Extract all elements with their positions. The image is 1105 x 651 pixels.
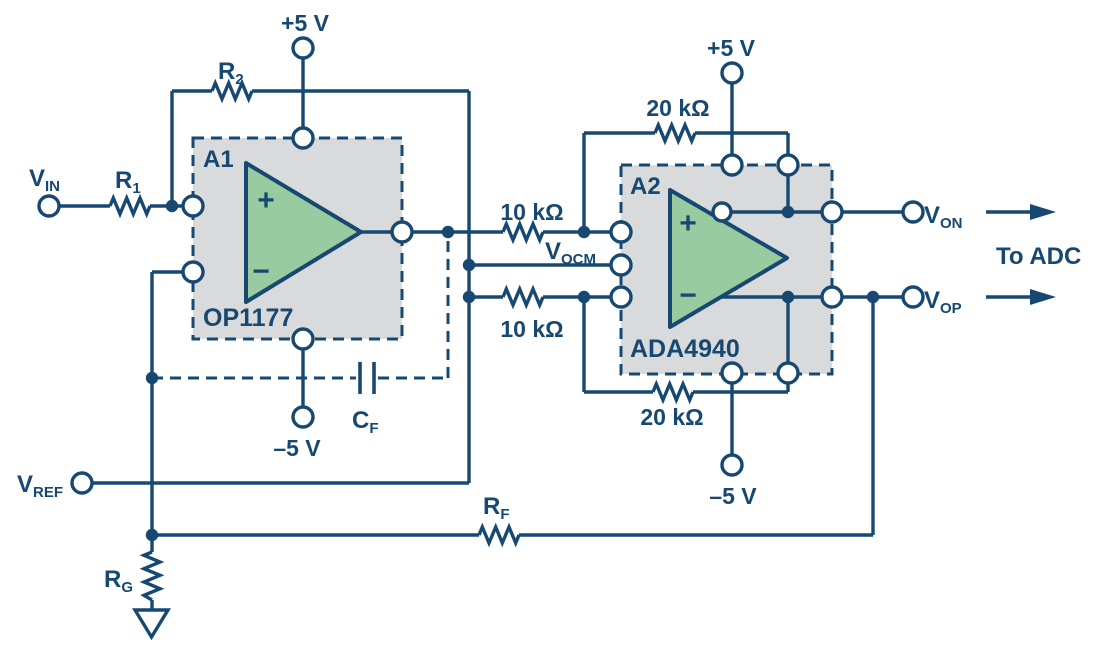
a1-minus-symbol: − xyxy=(252,255,270,288)
rg-label: RG xyxy=(104,566,133,596)
r2-resistor xyxy=(210,78,254,104)
a1-neg-supply-pin xyxy=(291,327,315,351)
von-arrow-icon xyxy=(1030,204,1056,220)
a2-minus-symbol: − xyxy=(679,279,697,312)
junction-dot xyxy=(145,371,159,385)
a2-opamp-triangle xyxy=(668,188,789,329)
r1-resistor xyxy=(108,193,152,219)
text-labels: VIN R1 R2 +5 V –5 V A1 OP1177 + − CF VRE… xyxy=(17,10,1081,596)
junction-dots xyxy=(145,199,880,542)
rf-resistor xyxy=(477,522,521,548)
r2-bias-wire xyxy=(170,89,471,483)
r-10k-bottom-resistor xyxy=(501,284,545,310)
a2-inverting-pin xyxy=(609,285,633,309)
junction-dot xyxy=(441,225,455,239)
cf-label: CF xyxy=(352,407,379,437)
r-20k-top-resistor xyxy=(653,120,697,146)
a2-neg-supply-label: –5 V xyxy=(709,483,757,509)
r-20k-bottom-resistor xyxy=(651,379,695,405)
a1-output-pin xyxy=(390,220,414,244)
vop-arrow-icon xyxy=(1030,289,1056,305)
cf-capacitor xyxy=(358,362,376,394)
vref-label: VREF xyxy=(17,471,63,501)
r-10k-bottom-value: 10 kΩ xyxy=(500,316,563,342)
vop-label: VOP xyxy=(924,287,962,317)
junction-dot xyxy=(866,290,880,304)
vin-label: VIN xyxy=(29,165,60,195)
cf-dashed-wire xyxy=(152,235,450,380)
a2-pos-supply-label: +5 V xyxy=(707,35,756,61)
junction-dot xyxy=(145,528,159,542)
r-20k-bottom-value: 20 kΩ xyxy=(640,404,703,430)
r-20k-top-value: 20 kΩ xyxy=(646,95,709,121)
rf-label: RF xyxy=(483,493,510,523)
a1-neg-supply-label: –5 V xyxy=(273,435,321,461)
a2-noninverting-pin xyxy=(609,220,633,244)
top-20k-feedback-wire xyxy=(582,131,790,232)
von-label: VON xyxy=(924,202,963,232)
a1-pos-supply-pin xyxy=(291,126,315,150)
a1-part-number: OP1177 xyxy=(203,304,293,332)
vref-terminal xyxy=(70,471,94,495)
junction-dot xyxy=(577,225,591,239)
a2-designator: A2 xyxy=(630,173,661,200)
vocm-label: VOCM xyxy=(545,238,596,268)
a2-part-number: ADA4940 xyxy=(630,335,740,363)
a1-plus-symbol: + xyxy=(257,184,275,217)
a1-inverting-pin xyxy=(181,260,205,284)
a2-pos-supply-terminal xyxy=(720,61,744,85)
junction-dot xyxy=(462,290,476,304)
a1-designator: A1 xyxy=(203,146,234,173)
a2-bottom-feedback-pin xyxy=(776,361,800,385)
bottom-20k-feedback-wire xyxy=(582,297,790,394)
resistor-symbols xyxy=(108,78,697,602)
r2-label: R2 xyxy=(218,58,244,88)
r-10k-top-value: 10 kΩ xyxy=(500,199,563,225)
to-adc-label: To ADC xyxy=(996,243,1081,270)
a2-pos-supply-pin xyxy=(720,153,744,177)
a1-opamp-triangle xyxy=(244,161,363,304)
a2-neg-supply-terminal xyxy=(720,453,744,477)
von-terminal xyxy=(901,200,925,224)
a2-plus-symbol: + xyxy=(679,207,697,240)
a1-pos-supply-label: +5 V xyxy=(281,10,330,36)
a1-noninverting-pin xyxy=(181,194,205,218)
a1-neg-supply-terminal xyxy=(291,405,315,429)
a2-neg-supply-pin xyxy=(720,361,744,385)
r1-label: R1 xyxy=(115,167,141,197)
a2-vocm-pin xyxy=(609,253,633,277)
vin-terminal xyxy=(37,194,61,218)
rf-feedback-wire xyxy=(152,297,875,537)
rg-resistor xyxy=(139,550,165,602)
junction-dot xyxy=(781,290,795,304)
junction-dot xyxy=(462,258,476,272)
a2-von-edge-pin xyxy=(820,200,844,224)
a2-output-bubble xyxy=(711,201,733,223)
r-10k-top-resistor xyxy=(501,219,545,245)
vop-terminal xyxy=(901,285,925,309)
ground-symbol xyxy=(131,608,172,641)
a1-pos-supply-terminal xyxy=(291,36,315,60)
junction-dot xyxy=(577,290,591,304)
junction-dot xyxy=(781,205,795,219)
junction-dot xyxy=(165,199,179,213)
a2-top-feedback-pin xyxy=(776,153,800,177)
terminals xyxy=(37,36,925,495)
a2-vop-edge-pin xyxy=(820,285,844,309)
